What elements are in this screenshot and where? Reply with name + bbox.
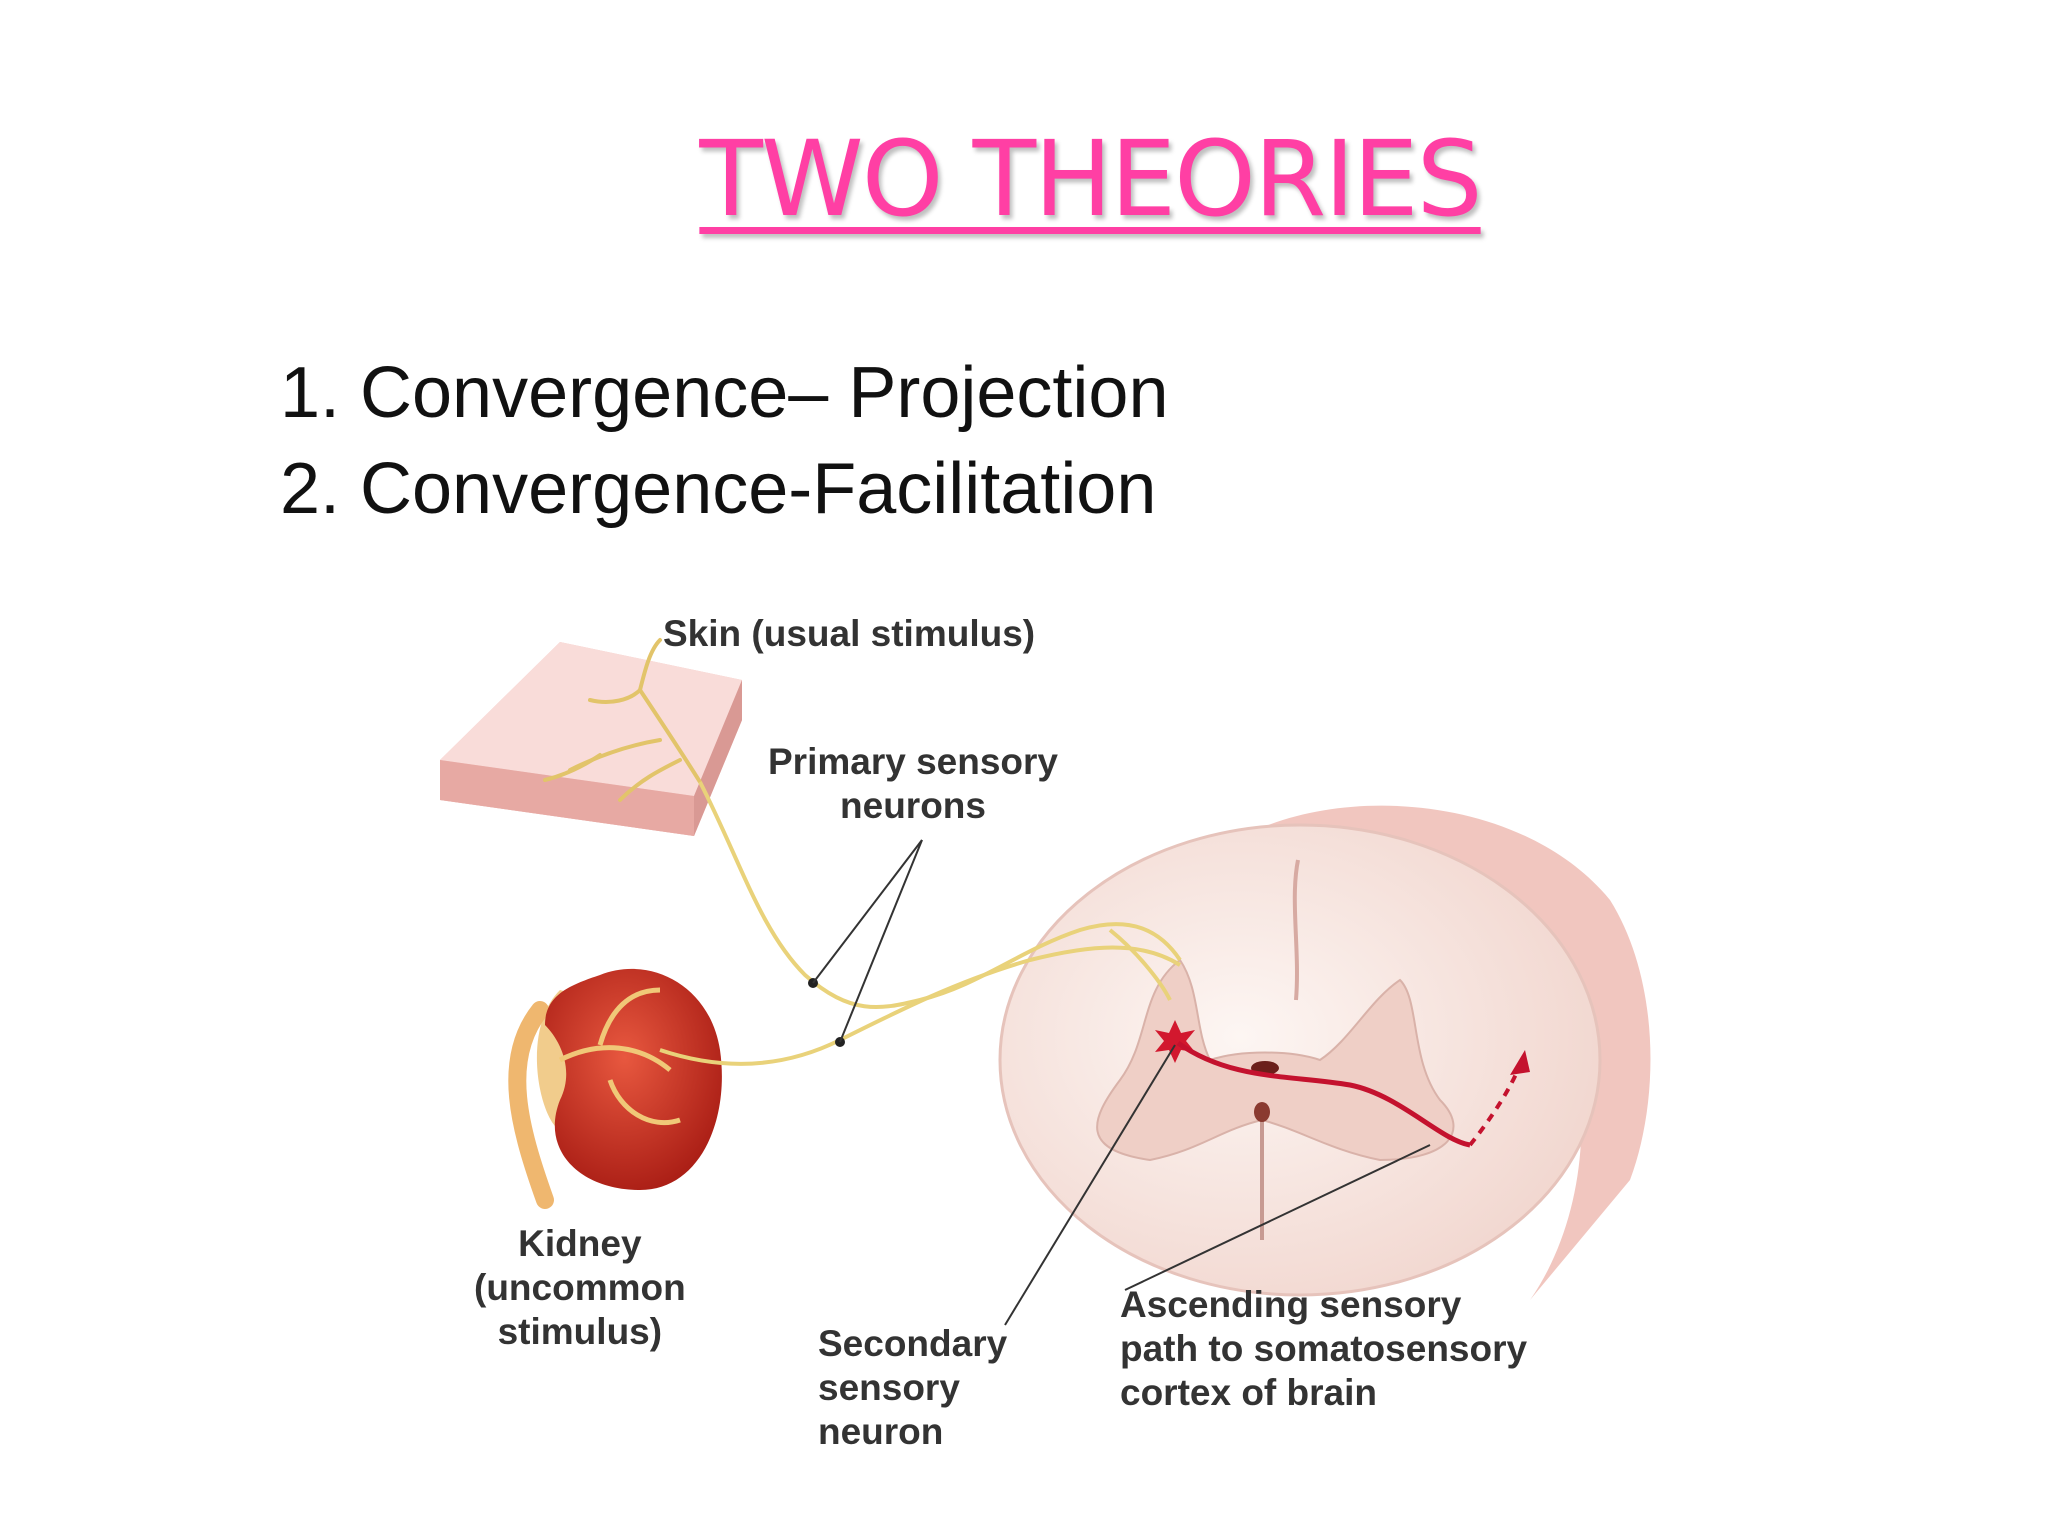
theory-text: Convergence– Projection bbox=[360, 353, 1169, 433]
spinal-cord bbox=[998, 805, 1651, 1300]
arrow-head-icon bbox=[1510, 1050, 1530, 1075]
label-secondary-sensory-neuron: Secondary sensory neuron bbox=[818, 1323, 1008, 1452]
label-primary-sensory-neurons: Primary sensory neurons bbox=[768, 741, 1059, 826]
theory-item: 2. Convergence-Facilitation bbox=[280, 441, 1169, 537]
ascending-arrow bbox=[1468, 1064, 1522, 1147]
theory-number: 2. bbox=[280, 449, 341, 529]
ascending-pathway bbox=[1176, 1040, 1471, 1148]
theory-text: Convergence-Facilitation bbox=[360, 449, 1157, 529]
primary-sensory-neurons bbox=[659, 781, 1182, 1066]
label-ascending-sensory-path: Ascending sensory path to somatosensory … bbox=[1120, 1284, 1528, 1413]
kidney bbox=[508, 968, 722, 1209]
slide-title-text: TWO THEORIES bbox=[699, 118, 1482, 240]
label-kidney: Kidney (uncommon stimulus) bbox=[474, 1223, 686, 1352]
theory-list: 1. Convergence– Projection 2. Convergenc… bbox=[280, 345, 1169, 537]
leader-lines bbox=[812, 839, 1431, 1326]
theory-number: 1. bbox=[280, 353, 341, 433]
slide-title: TWO THEORIES bbox=[0, 118, 2048, 240]
skin-patch bbox=[440, 638, 742, 836]
synapse-star-icon bbox=[1155, 1020, 1195, 1063]
theory-item: 1. Convergence– Projection bbox=[280, 345, 1169, 441]
label-skin: Skin (usual stimulus) bbox=[663, 613, 1036, 654]
